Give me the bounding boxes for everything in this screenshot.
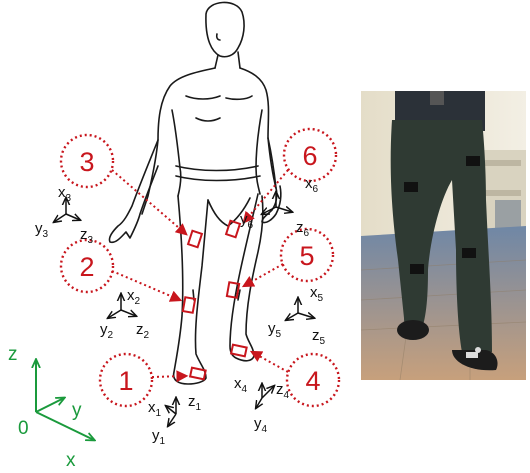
axes-triad-1 (166, 398, 176, 426)
sensor-patch-5 (227, 282, 239, 298)
right-arm (109, 140, 158, 242)
walking-photo (361, 91, 526, 380)
right-leg (174, 196, 208, 384)
axis-label-z3: z3 (80, 226, 94, 246)
axis-label-y2: y2 (100, 321, 114, 341)
global-axis-x: x (66, 450, 76, 471)
callout-number-2: 2 (79, 252, 94, 282)
axis-label-x4: x4 (234, 375, 248, 395)
axis-label-x1: x1 (148, 399, 162, 419)
callout-4: 4 (252, 352, 339, 406)
axis-label-y4: y4 (254, 415, 268, 435)
sensor-patch-2 (183, 297, 195, 313)
callout-number-5: 5 (299, 241, 314, 271)
callout-number-1: 1 (118, 366, 133, 396)
axis-label-z6: z6 (296, 219, 310, 239)
global-axis-y: y (72, 400, 82, 421)
axis-label-x2: x2 (127, 287, 141, 307)
callout-number-6: 6 (302, 141, 317, 171)
axis-label-z5: z5 (312, 327, 326, 347)
axis-label-y5: y5 (268, 320, 282, 340)
sensor-patch-3 (188, 231, 202, 247)
axis-label-y6: y6 (240, 211, 254, 231)
axis-label-y3: y3 (35, 220, 49, 240)
axis-label-x6: x6 (305, 175, 319, 195)
callout-1: 1 (100, 354, 186, 406)
axis-label-z1: z1 (188, 393, 202, 413)
axis-label-z2: z2 (136, 321, 150, 341)
axis-label-x5: x5 (310, 284, 324, 304)
torso (142, 68, 276, 214)
global-axis-z: z (8, 344, 18, 365)
axes-triad-5 (286, 298, 314, 320)
callout-number-4: 4 (305, 366, 320, 396)
global-frame (36, 360, 94, 440)
global-origin: 0 (18, 418, 29, 439)
sensor-patch-4 (231, 345, 247, 357)
axis-label-x3: x3 (58, 184, 72, 204)
head (206, 2, 244, 56)
sensor-patch-1 (190, 368, 206, 380)
sensor-patches (183, 221, 247, 380)
callout-number-3: 3 (79, 147, 94, 177)
axes-triad-4 (256, 384, 274, 408)
callout-2: 2 (61, 240, 180, 300)
axis-label-y1: y1 (152, 427, 166, 447)
sensor-patch-6 (226, 221, 240, 237)
